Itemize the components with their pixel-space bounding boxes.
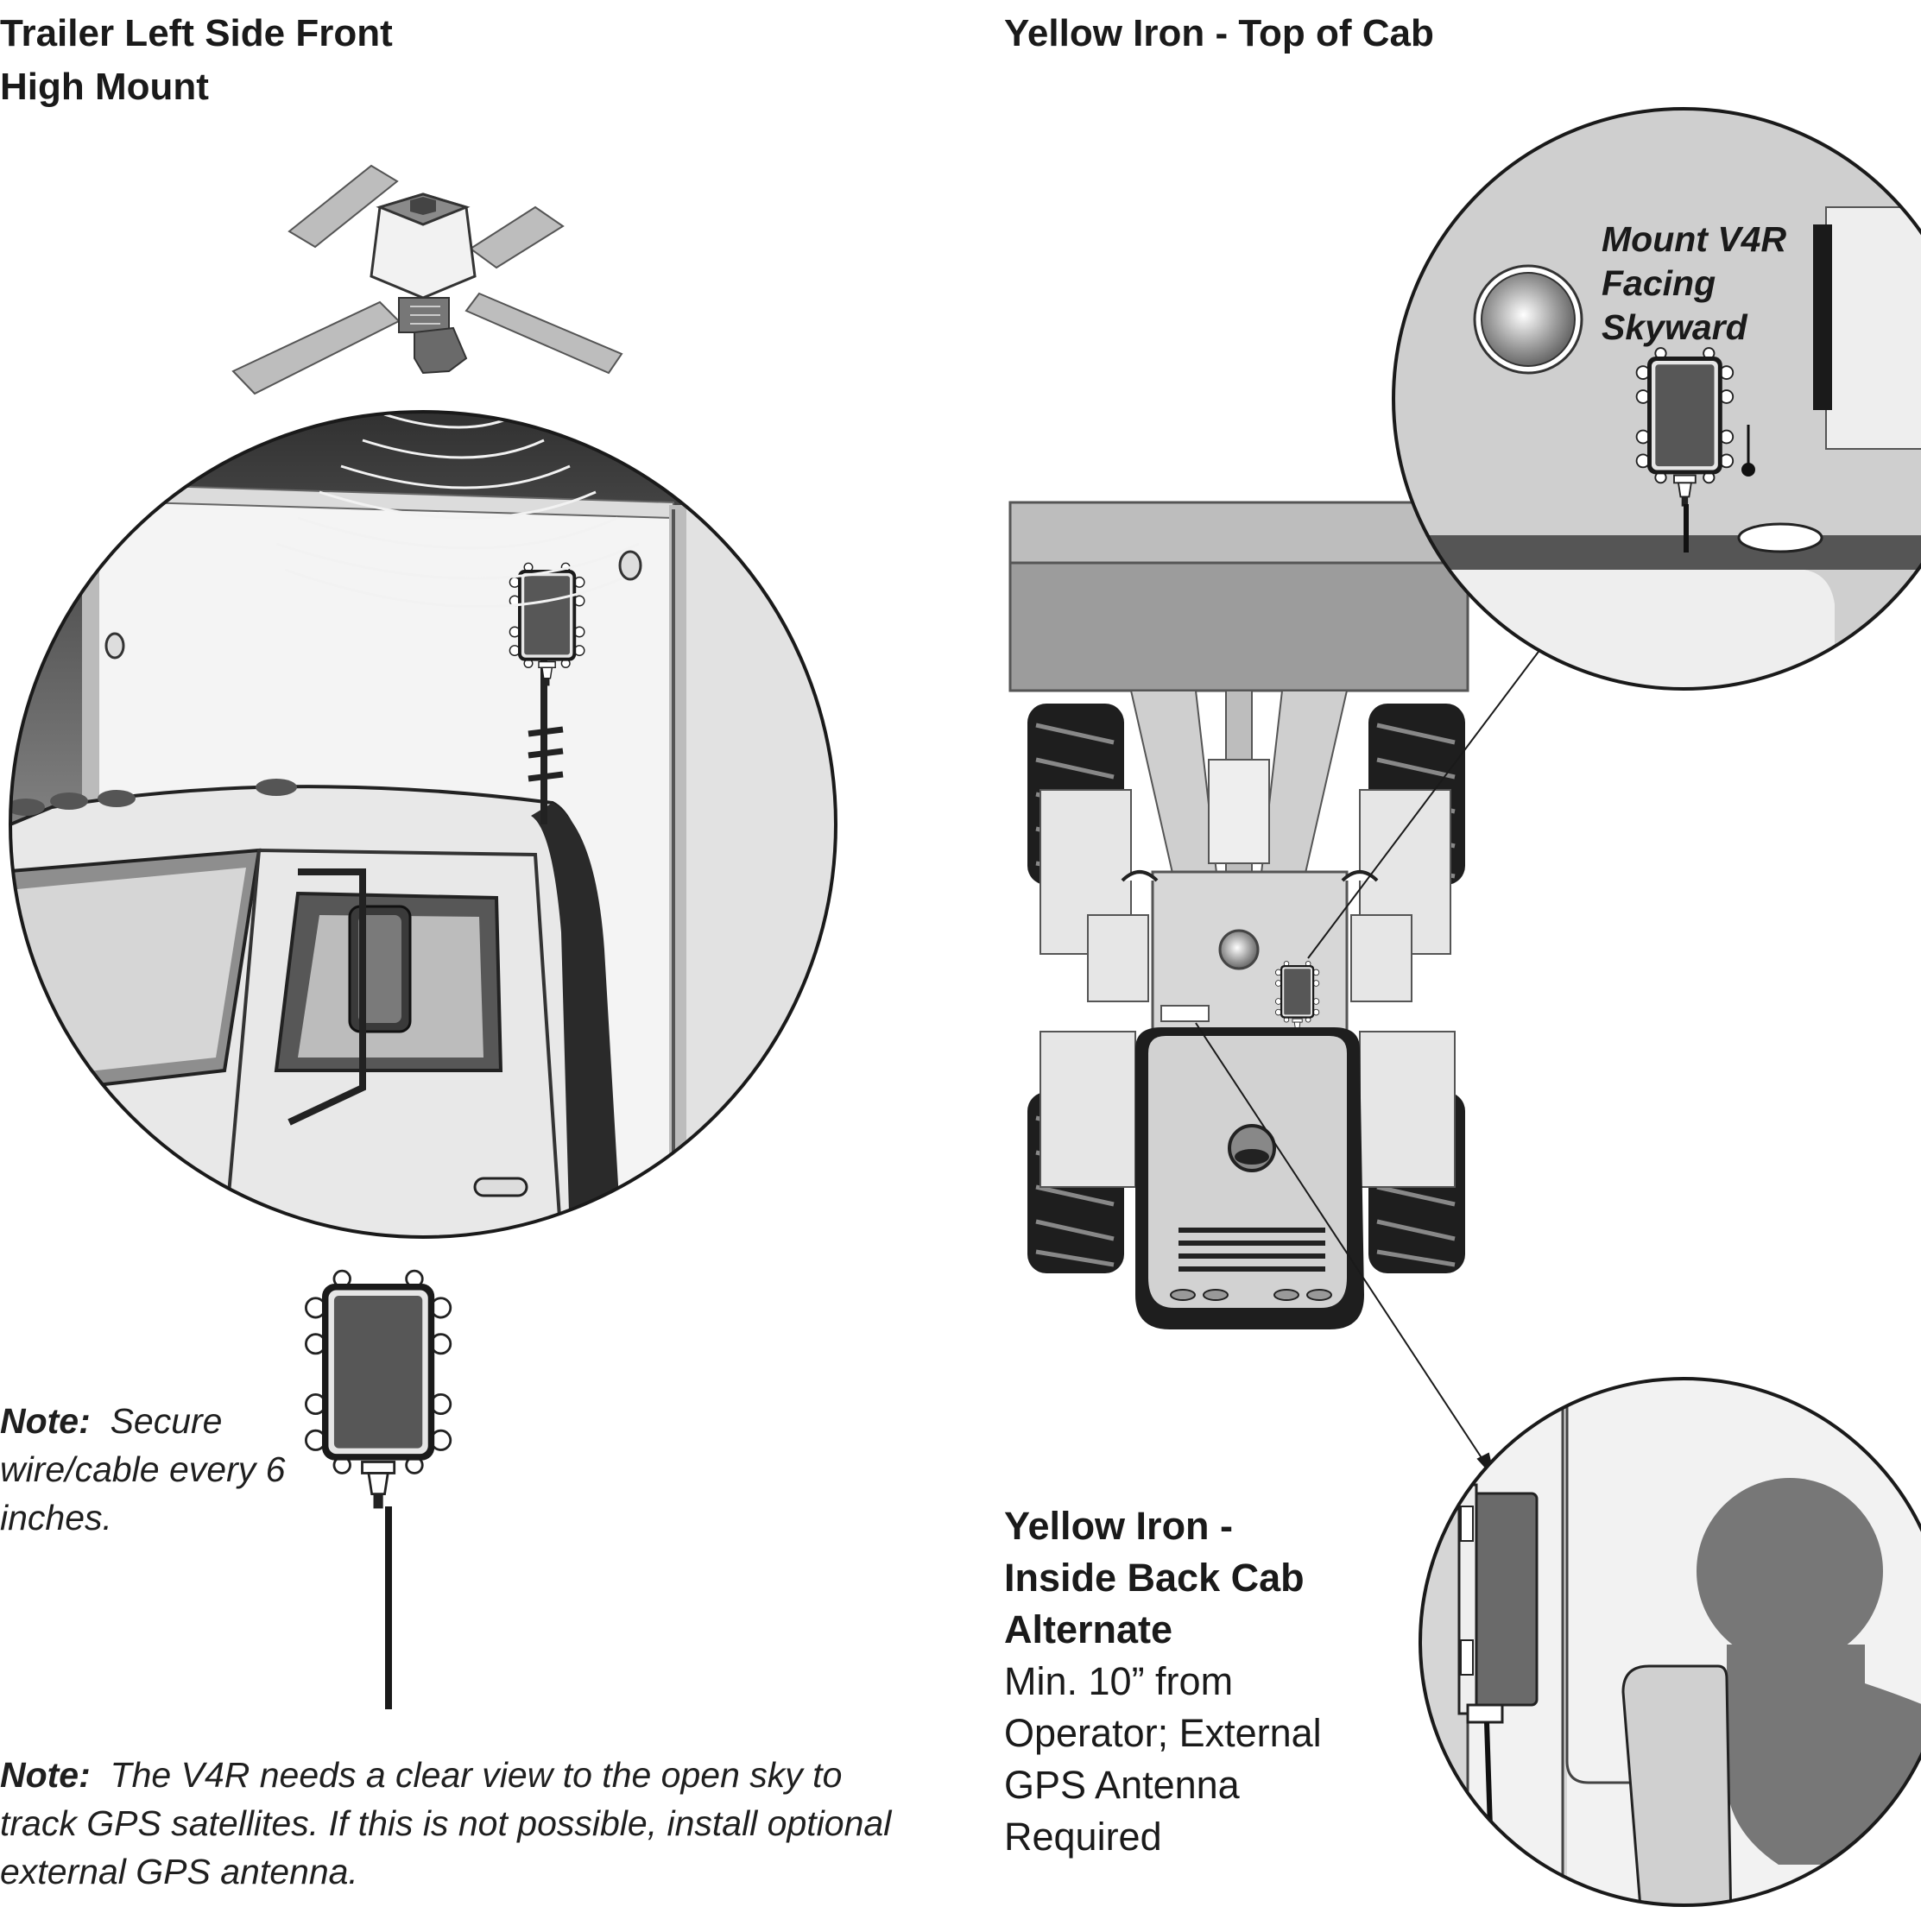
trailer-mount-detail — [10, 412, 836, 1237]
wheel-loader — [1008, 501, 1469, 1329]
mount-skyward-callout: Mount V4R Facing Skyward — [1602, 218, 1786, 350]
note1-label: Note: — [0, 1401, 91, 1441]
signal-waves-icon — [275, 413, 640, 609]
alt-callout-plain4: Required — [1004, 1815, 1162, 1859]
alt-callout-bold2: Inside Back Cab — [1004, 1556, 1305, 1600]
alt-callout-plain2: Operator; External — [1004, 1711, 1322, 1755]
note2-line3: external GPS antenna. — [0, 1852, 358, 1891]
alt-callout-bold3: Alternate — [1004, 1607, 1173, 1651]
note-clear-sky: Note: The V4R needs a clear view to the … — [0, 1751, 967, 1896]
note2-line1: The V4R needs a clear view to the open s… — [110, 1755, 843, 1795]
mount-callout-line1: Mount V4R — [1602, 219, 1787, 259]
v4r-device-icon — [305, 1269, 452, 1709]
alternate-mount-callout: Yellow Iron - Inside Back Cab Alternate … — [1004, 1500, 1367, 1863]
left-title-line1: Trailer Left Side Front — [0, 12, 393, 54]
gps-satellite-icon — [231, 164, 623, 395]
inside-back-cab-detail — [1420, 1379, 1921, 1905]
alt-callout-plain3: GPS Antenna — [1004, 1763, 1240, 1807]
alt-callout-plain1: Min. 10” from — [1004, 1659, 1234, 1703]
alt-callout-bold1: Yellow Iron - — [1004, 1504, 1234, 1548]
note1-line1: Secure — [110, 1401, 223, 1441]
note1-line2: wire/cable every 6 — [0, 1449, 286, 1489]
mount-callout-line3: Skyward — [1602, 307, 1747, 347]
operator-silhouette — [1621, 1478, 1921, 1905]
top-of-cab-detail — [1393, 109, 1921, 689]
mount-callout-line2: Facing — [1602, 263, 1716, 303]
left-title: Trailer Left Side Front High Mount — [0, 7, 393, 114]
right-title: Yellow Iron - Top of Cab — [1004, 12, 1434, 54]
note2-line2: track GPS satellites. If this is not pos… — [0, 1803, 892, 1843]
left-title-line2: High Mount — [0, 66, 209, 108]
note2-label: Note: — [0, 1755, 91, 1795]
note-secure-cable: Note: Secure wire/cable every 6 inches. — [0, 1397, 311, 1542]
note1-line3: inches. — [0, 1498, 112, 1537]
